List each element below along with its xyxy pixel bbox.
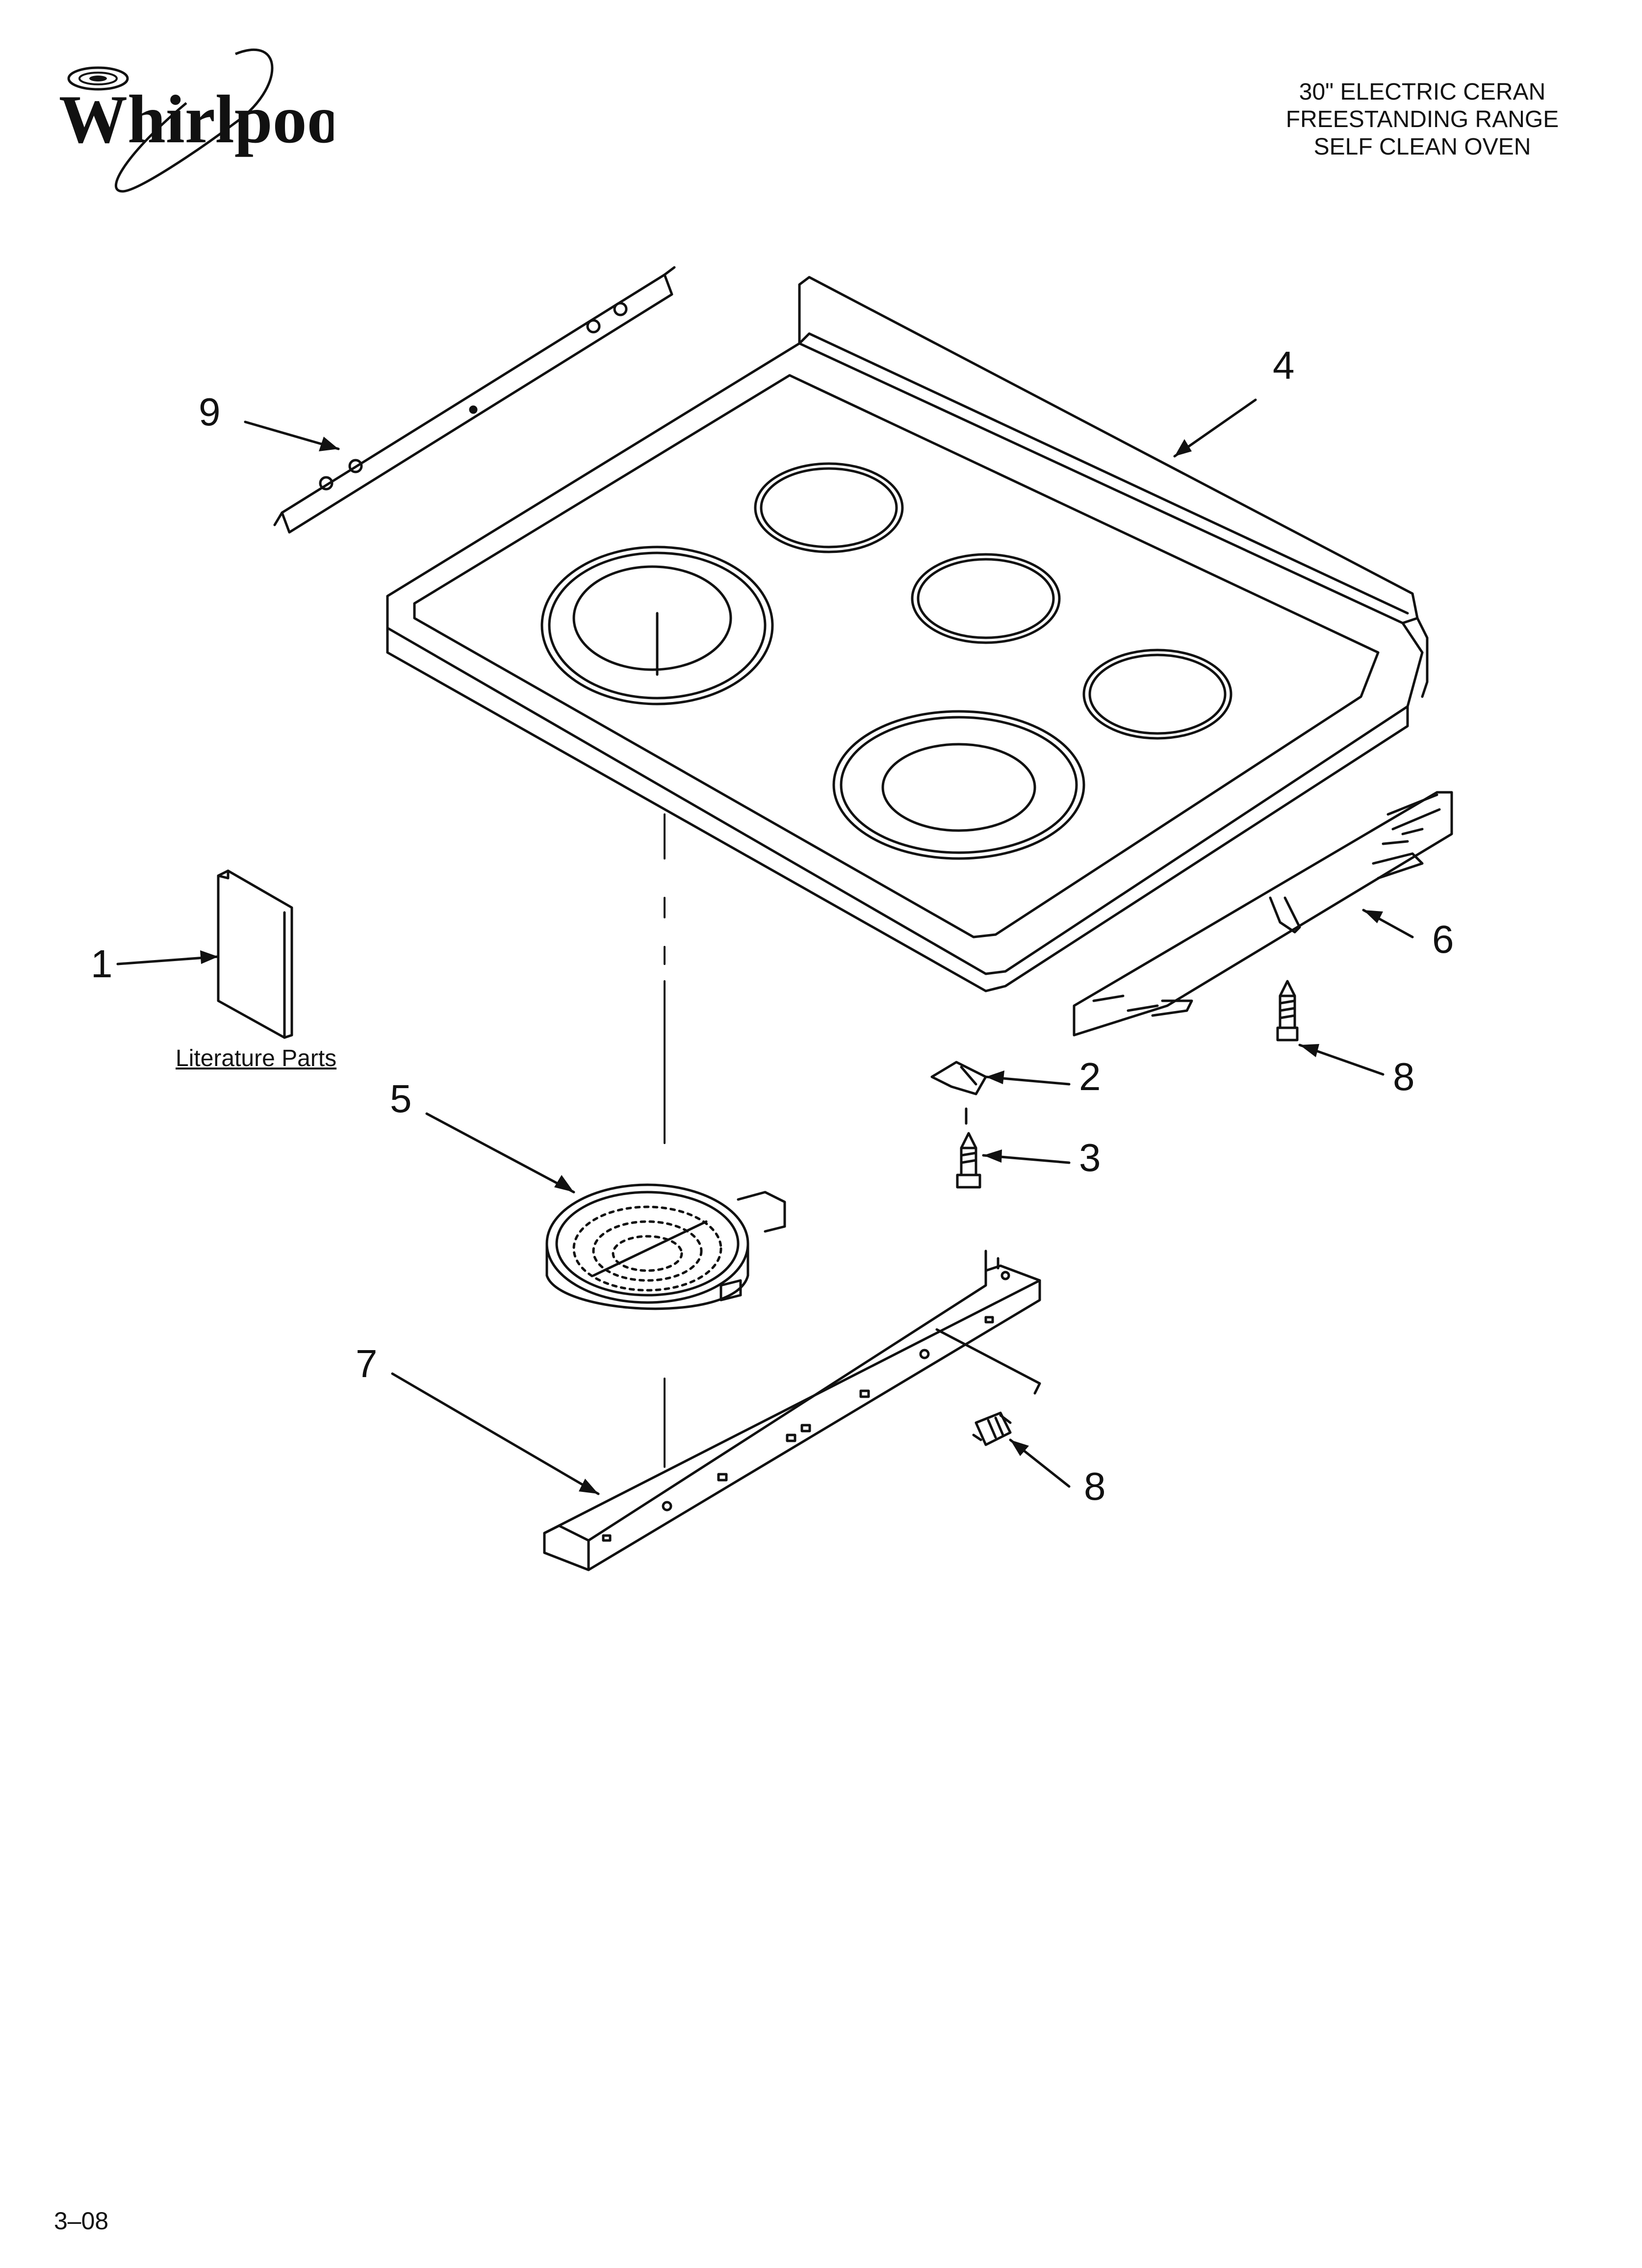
page-code: 3–08 bbox=[54, 2207, 109, 2235]
part-5-surface-element bbox=[545, 1183, 786, 1310]
part-8-screw-upper bbox=[1276, 980, 1299, 1042]
part-2-clip bbox=[930, 1061, 987, 1125]
part-8-screw-lower bbox=[972, 1411, 1012, 1446]
part-7-rear-bracket bbox=[543, 1250, 1041, 1571]
callout-1: 1 bbox=[91, 942, 113, 986]
callout-2: 2 bbox=[1079, 1055, 1101, 1098]
title-line-3: SELF CLEAN OVEN bbox=[1313, 134, 1531, 160]
part-3-screw bbox=[956, 1132, 981, 1189]
callout-5: 5 bbox=[390, 1077, 412, 1121]
part-9-rear-trim bbox=[273, 266, 676, 534]
part-6-front-bracket bbox=[1073, 791, 1453, 1037]
title-line-1: 30" ELECTRIC CERAN bbox=[1299, 79, 1546, 105]
title-line-2: FREESTANDING RANGE bbox=[1285, 106, 1559, 132]
part-4-main-top bbox=[386, 276, 1429, 992]
leader-arrowheads bbox=[200, 437, 1383, 1494]
leader-lines bbox=[116, 398, 1414, 1495]
whirlpool-logo: Whirlpool bbox=[29, 29, 360, 216]
model-title: 30" ELECTRIC CERAN FREESTANDING RANGE SE… bbox=[1206, 78, 1638, 161]
callout-8-lower: 8 bbox=[1084, 1464, 1106, 1508]
callout-6: 6 bbox=[1432, 917, 1454, 961]
callout-3: 3 bbox=[1079, 1136, 1101, 1179]
callout-7: 7 bbox=[356, 1342, 378, 1385]
part-1-literature bbox=[217, 869, 293, 1039]
brand-wordmark: Whirlpool bbox=[59, 81, 334, 157]
literature-parts-label: Literature Parts bbox=[176, 1045, 337, 1071]
callout-9: 9 bbox=[199, 390, 221, 434]
callout-4: 4 bbox=[1273, 343, 1295, 387]
callout-8-upper: 8 bbox=[1393, 1055, 1415, 1098]
